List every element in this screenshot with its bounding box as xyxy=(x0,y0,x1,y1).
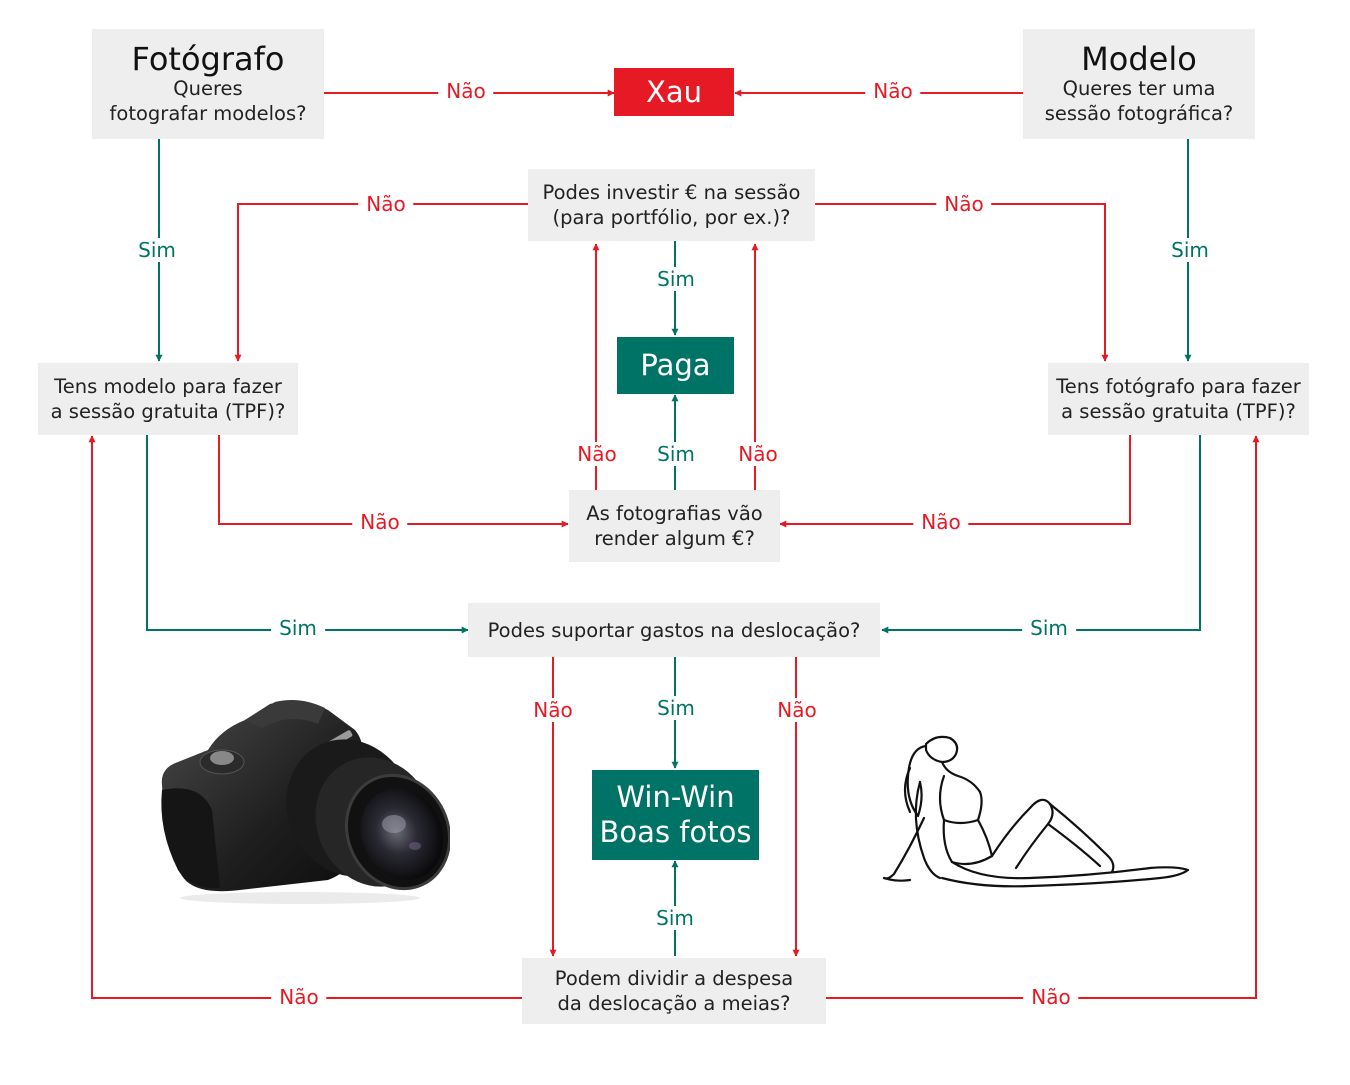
node-xau-label: Xau xyxy=(645,75,703,109)
edge-tensfotografo-render xyxy=(779,435,1131,528)
label-yes-investir: Sim xyxy=(649,267,703,291)
node-tens-fotografo-line1: Tens fotógrafo para fazer xyxy=(1056,375,1301,398)
label-no-tensmodelo: Não xyxy=(352,510,408,534)
edge-tensfotografo-deslocacao xyxy=(881,435,1201,634)
edge-dividir-tensmodelo xyxy=(88,435,522,999)
node-modelo-line2: sessão fotográfica? xyxy=(1044,102,1234,125)
node-modelo-title: Modelo xyxy=(1081,40,1197,78)
label-no-investir-right: Não xyxy=(936,192,992,216)
label-yes-modelo: Sim xyxy=(1163,238,1217,262)
node-dividir-line2: da deslocação a meias? xyxy=(557,992,791,1015)
node-investir-line1: Podes investir € na sessão xyxy=(542,181,801,204)
edge-investir-tensfotografo xyxy=(815,203,1109,362)
label-yes-tensfotografo: Sim xyxy=(1022,616,1076,640)
node-modelo-line1: Queres ter uma xyxy=(1062,77,1216,100)
node-modelo: Modelo Queres ter uma sessão fotográfica… xyxy=(1023,29,1255,139)
edge-dividir-tensfotografo xyxy=(826,435,1260,999)
node-deslocacao-line1: Podes suportar gastos na deslocação? xyxy=(487,618,861,642)
label-yes-deslocacao: Sim xyxy=(649,696,703,720)
node-tens-fotografo-line2: a sessão gratuita (TPF)? xyxy=(1061,400,1296,423)
node-render-line2: render algum €? xyxy=(594,527,755,550)
edge-investir-tensmodelo xyxy=(234,203,528,362)
node-fotografo-line1: Queres xyxy=(173,77,243,100)
edge-tensmodelo-render xyxy=(218,435,569,528)
label-yes-render: Sim xyxy=(649,442,703,466)
label-no-tensfotografo: Não xyxy=(913,510,969,534)
label-no-investir-left: Não xyxy=(358,192,414,216)
node-fotografo: Fotógrafo Queres fotografar modelos? xyxy=(92,29,324,139)
label-no-deslocacao-left: Não xyxy=(525,698,581,722)
node-dividir-line1: Podem dividir a despesa xyxy=(554,967,794,990)
node-tens-fotografo: Tens fotógrafo para fazer a sessão gratu… xyxy=(1048,363,1309,435)
node-tens-modelo-line2: a sessão gratuita (TPF)? xyxy=(50,400,286,423)
node-winwin-line1: Win-Win xyxy=(616,780,735,814)
node-tens-modelo: Tens modelo para fazer a sessão gratuita… xyxy=(38,363,298,435)
label-yes-tensmodelo: Sim xyxy=(271,616,325,640)
label-no-fotografo-xau: Não xyxy=(438,79,494,103)
label-no-dividir-left: Não xyxy=(271,985,327,1009)
node-investir: Podes investir € na sessão (para portfól… xyxy=(528,169,815,241)
node-render: As fotografias vão render algum €? xyxy=(569,490,780,562)
node-investir-line2: (para portfólio, por ex.)? xyxy=(552,206,791,229)
label-no-deslocacao-right: Não xyxy=(769,698,825,722)
label-no-render-right: Não xyxy=(730,442,786,466)
label-no-dividir-right: Não xyxy=(1023,985,1079,1009)
label-no-render-left: Não xyxy=(569,442,625,466)
node-paga: Paga xyxy=(617,337,734,394)
camera-icon xyxy=(161,700,450,904)
node-fotografo-title: Fotógrafo xyxy=(131,40,285,78)
node-fotografo-line2: fotografar modelos? xyxy=(109,102,307,125)
node-xau: Xau xyxy=(614,68,734,116)
node-paga-label: Paga xyxy=(640,348,711,382)
edge-tensmodelo-deslocacao xyxy=(146,435,469,634)
label-yes-fotografo: Sim xyxy=(130,238,184,262)
node-deslocacao: Podes suportar gastos na deslocação? xyxy=(468,603,880,657)
node-winwin: Win-Win Boas fotos xyxy=(592,770,759,860)
node-dividir: Podem dividir a despesa da deslocação a … xyxy=(522,958,826,1024)
node-render-line1: As fotografias vão xyxy=(586,502,763,525)
label-yes-dividir: Sim xyxy=(648,906,702,930)
label-no-modelo-xau: Não xyxy=(865,79,921,103)
model-sketch-icon xyxy=(882,735,1190,888)
node-tens-modelo-line1: Tens modelo para fazer xyxy=(54,375,282,398)
node-winwin-line2: Boas fotos xyxy=(599,815,752,849)
